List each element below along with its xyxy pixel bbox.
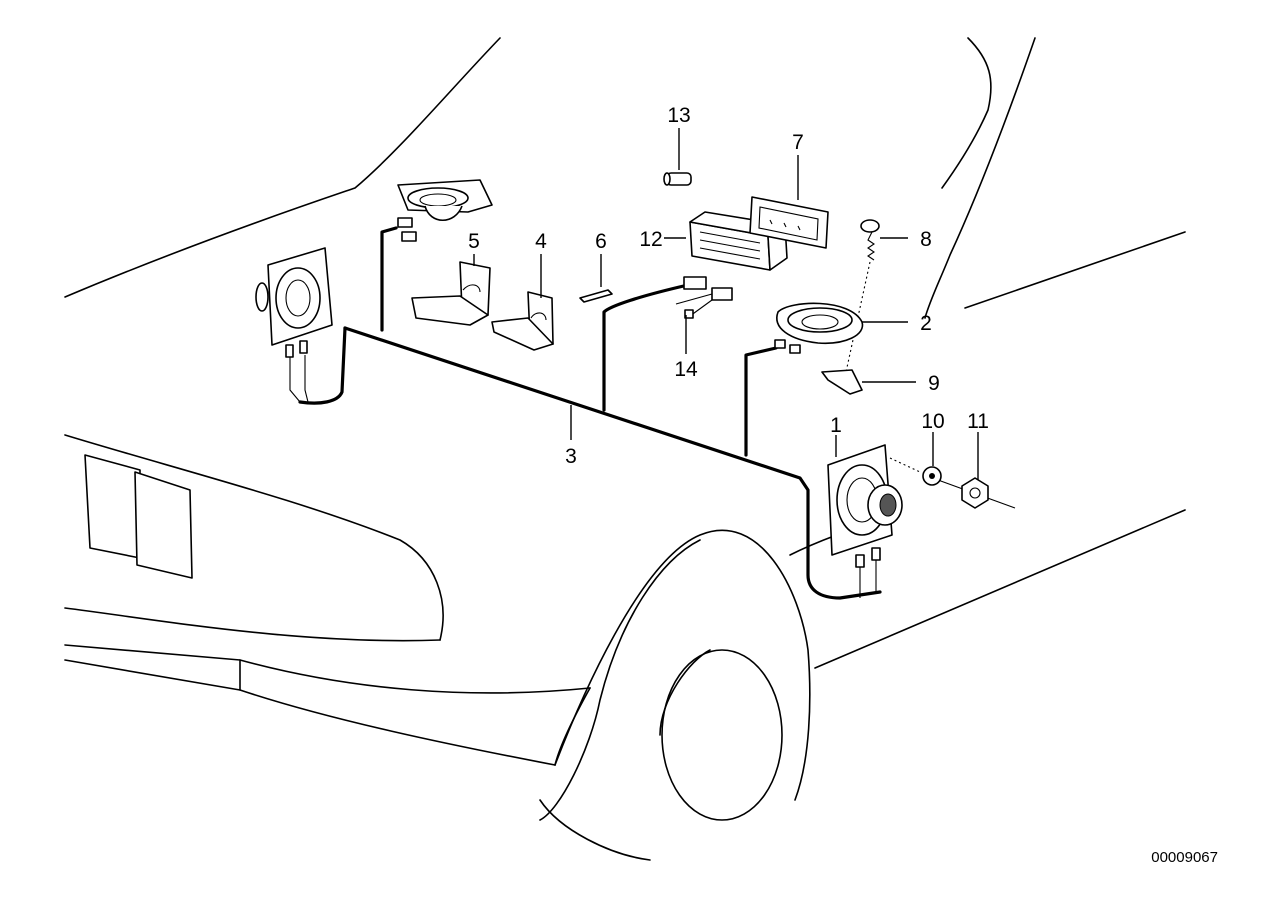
callout-12: 12: [639, 228, 662, 251]
callout-8: 8: [920, 228, 932, 251]
car-body-outline: [64, 37, 1186, 861]
callout-labels: 1 2 3 4 5 6 7 8 9 10 11 12 13 14: [468, 104, 989, 468]
parts-10-11-fasteners: [889, 457, 1016, 509]
part-6-strip: [579, 289, 613, 303]
callout-1: 1: [830, 414, 842, 437]
callout-3: 3: [565, 445, 577, 468]
document-number: 00009067: [1151, 849, 1218, 866]
callout-2: 2: [920, 312, 932, 335]
part-14-adapter: [675, 276, 733, 319]
part-9-clip: [821, 369, 863, 395]
callout-13: 13: [667, 104, 690, 127]
callout-14: 14: [674, 358, 698, 381]
callout-4: 4: [535, 230, 547, 253]
upper-speaker: [397, 179, 493, 242]
callout-7: 7: [792, 131, 804, 154]
part-13-bulb: [663, 172, 692, 186]
part-8-screw: [845, 219, 880, 373]
wiring-harness: [289, 226, 882, 600]
part-1-speaker: [827, 444, 903, 598]
leader-lines: [473, 128, 979, 480]
callout-11: 11: [967, 410, 989, 433]
bracket-5: [411, 261, 491, 326]
callout-9: 9: [928, 372, 940, 395]
part-7-panel: [749, 196, 829, 249]
part-2-speaker: [774, 302, 864, 354]
callout-10: 10: [921, 410, 944, 433]
left-speaker: [255, 247, 333, 358]
callout-6: 6: [595, 230, 607, 253]
bracket-4: [491, 291, 554, 351]
callout-5: 5: [468, 230, 480, 253]
